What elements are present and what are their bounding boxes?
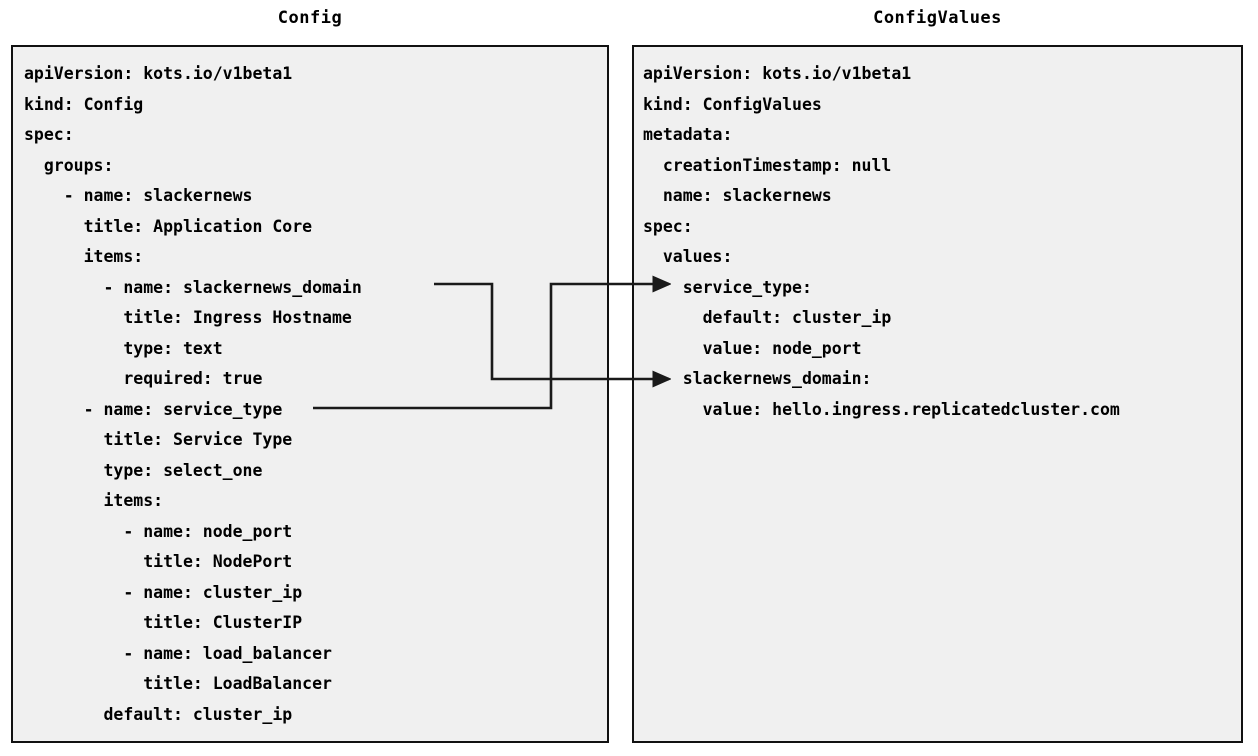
config-line-21: default: cluster_ip (24, 704, 293, 724)
config-line-6: items: (24, 247, 144, 266)
configvalues-panel-title: ConfigValues (873, 8, 1002, 28)
config-yaml-code: apiVersion: kots.io/v1beta1 kind: Config s… (13, 47, 362, 730)
config-line-9: type: text (24, 338, 223, 358)
configvalues-yaml-panel: apiVersion: kots.io/v1beta1 kind: ConfigV… (632, 45, 1243, 743)
config-line-3: groups: (24, 155, 114, 175)
config-line-8: title: Ingress Hostname (24, 308, 352, 327)
config-line-14: items: (24, 491, 164, 510)
configvalues-line-5: spec: (643, 216, 693, 236)
config-line-17: - name: cluster_ip (24, 582, 303, 602)
config-line-1: kind: Config (24, 94, 144, 114)
config-yaml-panel: apiVersion: kots.io/v1beta1 kind: Config s… (11, 45, 609, 743)
config-line-18: title: ClusterIP (24, 613, 303, 632)
config-line-0: apiVersion: kots.io/v1beta1 (24, 64, 293, 83)
config-line-4: - name: slackernews (24, 186, 253, 205)
configvalues-line-7: service_type: (643, 277, 812, 297)
config-line-11: - name: service_type (24, 399, 283, 419)
configvalues-line-9: value: node_port (643, 338, 862, 358)
configvalues-line-8: default: cluster_ip (643, 308, 892, 327)
configvalues-line-3: creationTimestamp: null (643, 155, 892, 175)
config-line-10: required: true (24, 369, 263, 388)
config-line-2: spec: (24, 125, 74, 144)
configvalues-line-6: values: (643, 247, 733, 266)
config-line-12: title: Service Type (24, 430, 293, 449)
configvalues-line-10: slackernews_domain: (643, 369, 872, 388)
configvalues-line-1: kind: ConfigValues (643, 94, 822, 114)
config-panel-title: Config (277, 8, 343, 28)
config-line-20: title: LoadBalancer (24, 674, 332, 693)
configvalues-line-2: metadata: (643, 125, 733, 144)
config-line-7: - name: slackernews_domain (24, 277, 362, 297)
config-line-16: title: NodePort (24, 552, 293, 571)
config-line-13: type: select_one (24, 460, 263, 480)
configvalues-line-4: name: slackernews (643, 186, 832, 205)
configvalues-line-0: apiVersion: kots.io/v1beta1 (643, 64, 912, 83)
config-line-5: title: Application Core (24, 216, 313, 236)
configvalues-line-11: value: hello.ingress.replicatedcluster.c… (643, 399, 1120, 419)
config-line-19: - name: load_balancer (24, 643, 332, 663)
config-line-15: - name: node_port (24, 521, 293, 541)
configvalues-yaml-code: apiVersion: kots.io/v1beta1 kind: ConfigV… (634, 47, 1120, 425)
